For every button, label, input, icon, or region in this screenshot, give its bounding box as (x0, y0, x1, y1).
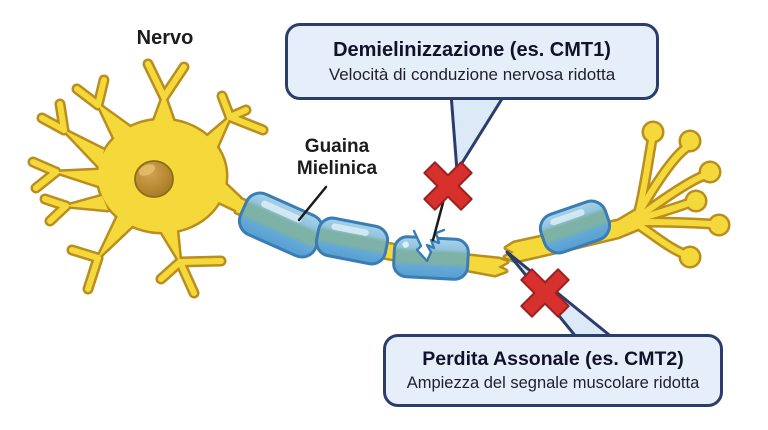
myelin-segment (538, 199, 612, 255)
demyelination-callout: Demielinizzazione (es. CMT1) Velocità di… (285, 23, 659, 100)
axonal-loss-callout-title: Perdita Assonale (es. CMT2) (422, 348, 684, 371)
myelin-segment (237, 191, 325, 259)
myelin-sheath-label: Guaina Mielinica (296, 136, 378, 180)
error-x-icon (423, 161, 473, 211)
myelin-segment (314, 216, 390, 266)
axonal-loss-callout: Perdita Assonale (es. CMT2) Ampiezza del… (383, 334, 723, 407)
neuron-nucleus (134, 160, 174, 198)
error-x-icon (520, 268, 570, 318)
demyelination-callout-subtitle: Velocità di conduzione nervosa ridotta (328, 64, 616, 84)
nerve-label: Nervo (136, 27, 194, 49)
myelin-sheath-segments (237, 191, 612, 281)
axonal-loss-callout-subtitle: Ampiezza del segnale muscolare ridotta (406, 373, 700, 392)
myelin-label-pointer-line (297, 185, 328, 222)
demyelination-crack (412, 228, 446, 263)
demyelination-callout-title: Demielinizzazione (es. CMT1) (333, 38, 611, 61)
demyelination-callout-tail (449, 92, 507, 173)
axonal-loss-callout-tail (505, 250, 615, 340)
